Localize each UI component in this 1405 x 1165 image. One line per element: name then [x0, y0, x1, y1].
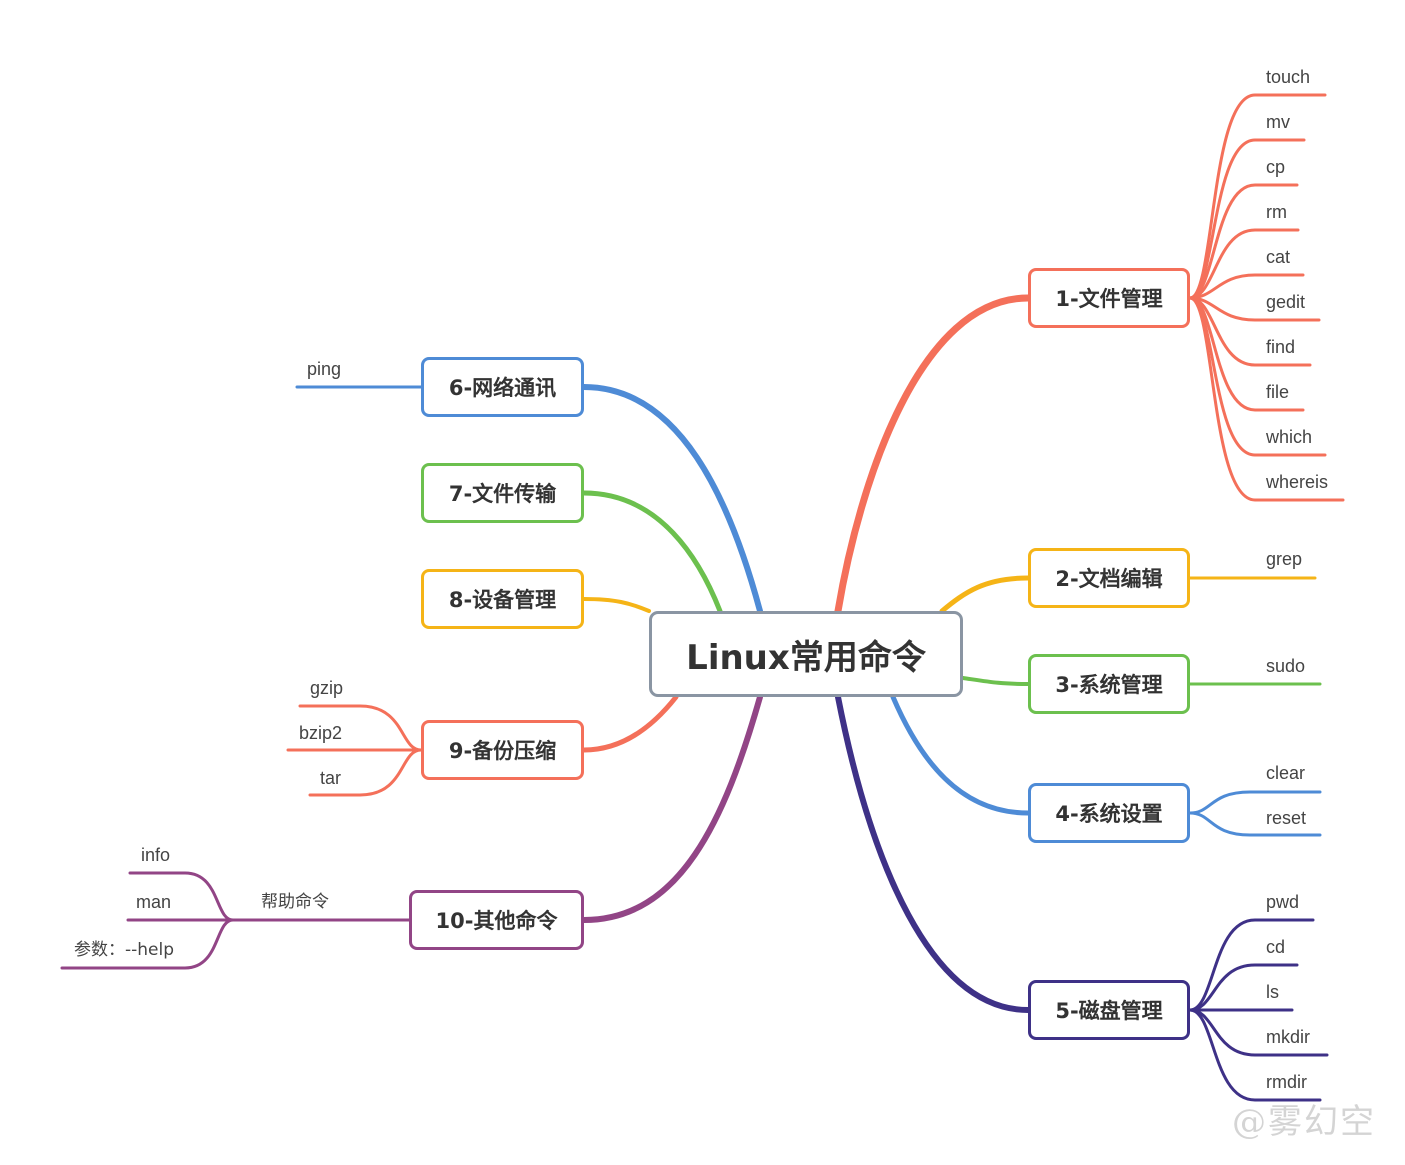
leaf-edges-b9: [286, 704, 423, 797]
leaf-rmdir[interactable]: rmdir: [1266, 1072, 1307, 1092]
leaf-tar[interactable]: tar: [320, 768, 342, 788]
leaf-ping[interactable]: ping: [307, 359, 342, 379]
branch-device-management[interactable]: 8-设备管理: [421, 569, 584, 629]
branch-system-management[interactable]: 3-系统管理: [1028, 654, 1190, 714]
edge-root-b2: [939, 575, 1031, 614]
leaf-whereis[interactable]: whereis: [1266, 472, 1329, 492]
leaf-touch[interactable]: touch: [1266, 67, 1311, 87]
leaf-gedit[interactable]: gedit: [1266, 292, 1306, 312]
leaf-cat[interactable]: cat: [1266, 247, 1291, 267]
branch-document-editing[interactable]: 2-文档编辑: [1028, 548, 1190, 608]
leaf-reset[interactable]: reset: [1266, 808, 1307, 828]
leaf-bzip2[interactable]: bzip2: [299, 723, 343, 743]
edge-root-b8: [582, 597, 651, 613]
edge-root-b10: [581, 694, 763, 923]
leaf-grep[interactable]: grep: [1266, 549, 1303, 569]
leaf-cp[interactable]: cp: [1266, 157, 1286, 177]
branch-backup-compression[interactable]: 9-备份压缩: [421, 720, 584, 780]
branch-file-management[interactable]: 1-文件管理: [1028, 268, 1190, 328]
edge-root-b9: [581, 694, 679, 753]
branch-system-settings[interactable]: 4-系统设置: [1028, 783, 1190, 843]
leaf-edges-b5: [1188, 918, 1329, 1102]
leaf-edges-b1: [1188, 93, 1345, 502]
leaf-mv[interactable]: mv: [1266, 112, 1290, 132]
leaf-pwd[interactable]: pwd: [1266, 892, 1300, 912]
leaf-ls[interactable]: ls: [1266, 982, 1279, 1002]
edge-root-b5: [835, 694, 1031, 1013]
leaf-edges-b10: [60, 871, 411, 970]
branch-other-commands[interactable]: 10-其他命令: [409, 890, 584, 950]
branch-disk-management[interactable]: 5-磁盘管理: [1028, 980, 1190, 1040]
leaf-gzip[interactable]: gzip: [310, 678, 344, 698]
leaf-man[interactable]: man: [136, 892, 172, 912]
edge-root-b3: [961, 676, 1030, 686]
subnode-help-commands[interactable]: 帮助命令: [261, 892, 329, 912]
leaf-rm[interactable]: rm: [1266, 202, 1287, 222]
leaf-info[interactable]: info: [141, 845, 171, 865]
leaf-help-param[interactable]: 参数：--help: [74, 940, 175, 960]
leaf-cd[interactable]: cd: [1266, 937, 1286, 957]
leaf-sudo[interactable]: sudo: [1266, 656, 1306, 676]
leaf-which[interactable]: which: [1266, 427, 1313, 447]
watermark: @雾幻空: [1232, 1102, 1376, 1142]
branch-network[interactable]: 6-网络通讯: [421, 357, 584, 417]
leaf-clear[interactable]: clear: [1266, 763, 1306, 783]
edge-root-b4: [890, 694, 1031, 816]
edge-root-b6: [581, 384, 763, 614]
leaf-mkdir[interactable]: mkdir: [1266, 1027, 1310, 1047]
leaf-find[interactable]: find: [1266, 337, 1296, 357]
root-node[interactable]: Linux常用命令: [649, 611, 963, 697]
leaf-edges-b4: [1188, 790, 1322, 837]
edge-root-b7: [581, 490, 723, 614]
leaf-file[interactable]: file: [1266, 382, 1290, 402]
branch-file-transfer[interactable]: 7-文件传输: [421, 463, 584, 523]
edge-root-b1: [834, 294, 1032, 615]
